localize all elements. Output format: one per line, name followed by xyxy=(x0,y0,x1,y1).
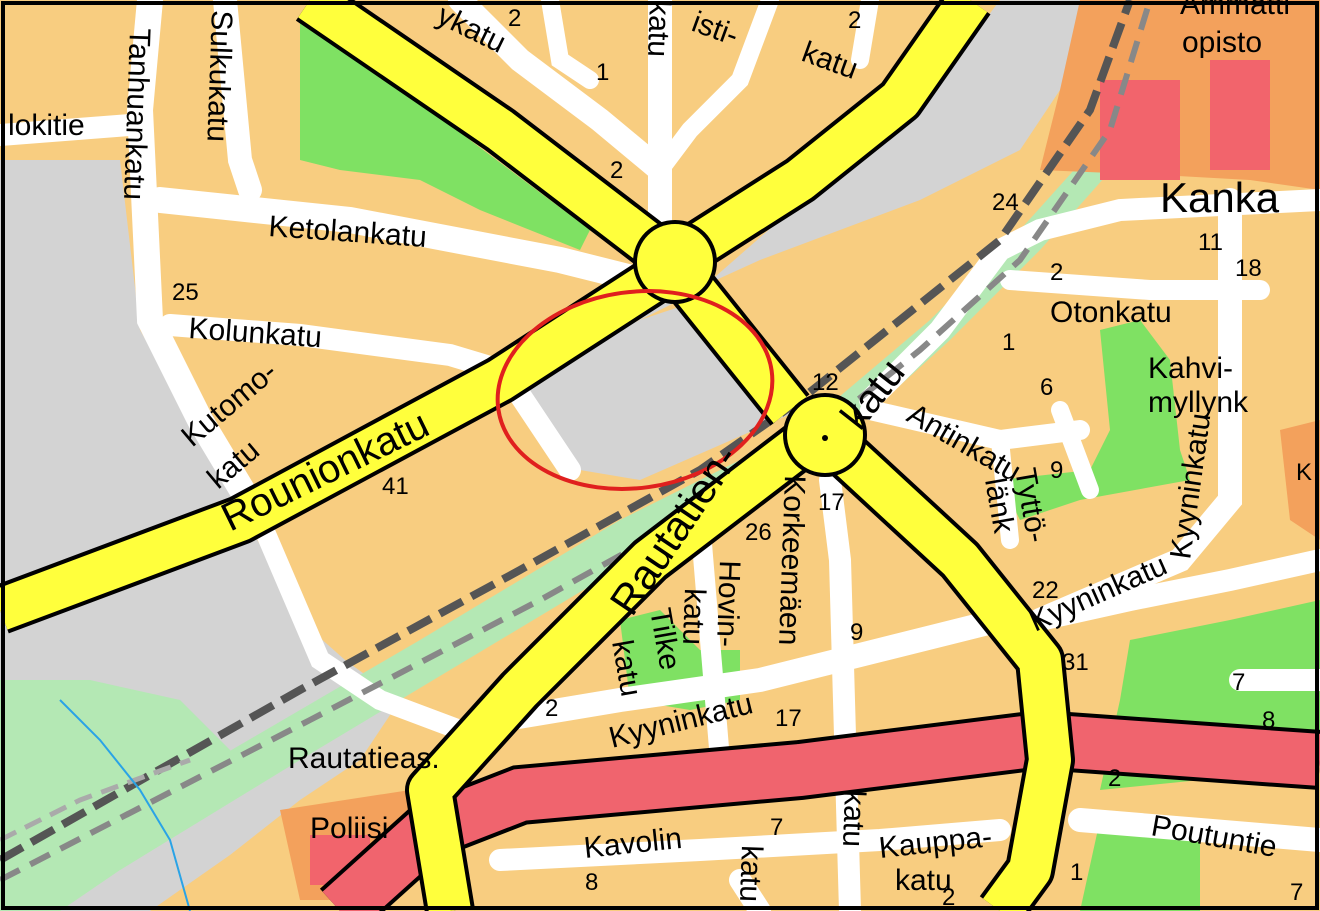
label-rautatieas: Rautatieas. xyxy=(288,742,440,775)
stream xyxy=(59,699,191,911)
num-1c: 1 xyxy=(1070,859,1083,886)
label-tanhuankatu: Tanhuankatu xyxy=(117,28,156,201)
num-7a: 7 xyxy=(1232,669,1245,696)
num-25: 25 xyxy=(172,279,199,306)
label-katu-korkee: katu xyxy=(836,790,871,848)
label-okitie: lokitie xyxy=(8,109,85,142)
park-southeast xyxy=(1080,820,1200,911)
label-kankaan: Kanka xyxy=(1160,174,1280,221)
label-katu-v: katu xyxy=(733,845,768,903)
num-2c: 2 xyxy=(848,7,861,34)
highlight-circle[interactable] xyxy=(485,274,786,507)
label-myllynk: myllynk xyxy=(1148,386,1249,419)
num-6: 6 xyxy=(1040,374,1053,401)
green-area-west xyxy=(0,680,240,900)
num-2b: 2 xyxy=(610,157,623,184)
num-17a: 17 xyxy=(818,489,845,516)
num-2a: 2 xyxy=(508,5,521,32)
num-11: 11 xyxy=(1198,229,1223,256)
num-18: 18 xyxy=(1235,255,1262,282)
park-kahvimyllynkatu xyxy=(1000,320,1190,520)
num-41: 41 xyxy=(382,473,409,500)
num-2g: 2 xyxy=(942,884,955,911)
label-kahvi: Kahvi- xyxy=(1148,352,1233,385)
label-otonkatu: Otonkatu xyxy=(1050,296,1172,329)
num-26: 26 xyxy=(745,519,772,546)
num-9a: 9 xyxy=(1050,457,1063,484)
num-24: 24 xyxy=(992,189,1019,216)
num-22: 22 xyxy=(1032,577,1059,604)
num-12: 12 xyxy=(812,369,839,396)
num-7c: 7 xyxy=(1290,879,1303,906)
num-8a: 8 xyxy=(1262,707,1275,734)
num-31: 31 xyxy=(1062,649,1089,676)
roundabout-center-dot xyxy=(822,435,828,441)
num-17b: 17 xyxy=(775,705,802,732)
rail-yard-area-center xyxy=(505,0,1110,370)
label-opisto-top: Ammatti xyxy=(1180,0,1290,21)
address-numbers: 25 41 2 1 2 2 24 11 18 2 1 6 9 12 17 26 … xyxy=(172,5,1312,911)
num-7b: 7 xyxy=(770,814,783,841)
num-2f: 2 xyxy=(1108,765,1121,792)
label-opisto: opisto xyxy=(1182,26,1262,59)
label-hovin: Hovin- xyxy=(710,560,746,648)
park-north xyxy=(300,20,590,250)
label-sulkukatu: Sulkukatu xyxy=(200,10,238,143)
label-hovin-katu: katu xyxy=(676,588,711,646)
num-1a: 1 xyxy=(596,59,609,86)
main-roads xyxy=(0,0,1075,911)
roundabout-north xyxy=(637,224,713,300)
num-1b: 1 xyxy=(1002,329,1015,356)
label-korkeemaen: Korkeemäen xyxy=(772,475,811,646)
num-2d: 2 xyxy=(1050,259,1063,286)
num-k: K xyxy=(1296,459,1312,486)
public-area-east xyxy=(1280,420,1320,540)
label-poliisi: Poliisi xyxy=(310,812,388,845)
num-9b: 9 xyxy=(850,619,863,646)
num-2e: 2 xyxy=(545,695,558,722)
num-8b: 8 xyxy=(585,869,598,896)
school-building-2 xyxy=(1210,60,1270,170)
label-top-katu-a: katu xyxy=(641,0,676,58)
school-building-1 xyxy=(1100,80,1180,180)
label-kauppa-katu: katu xyxy=(895,864,952,897)
